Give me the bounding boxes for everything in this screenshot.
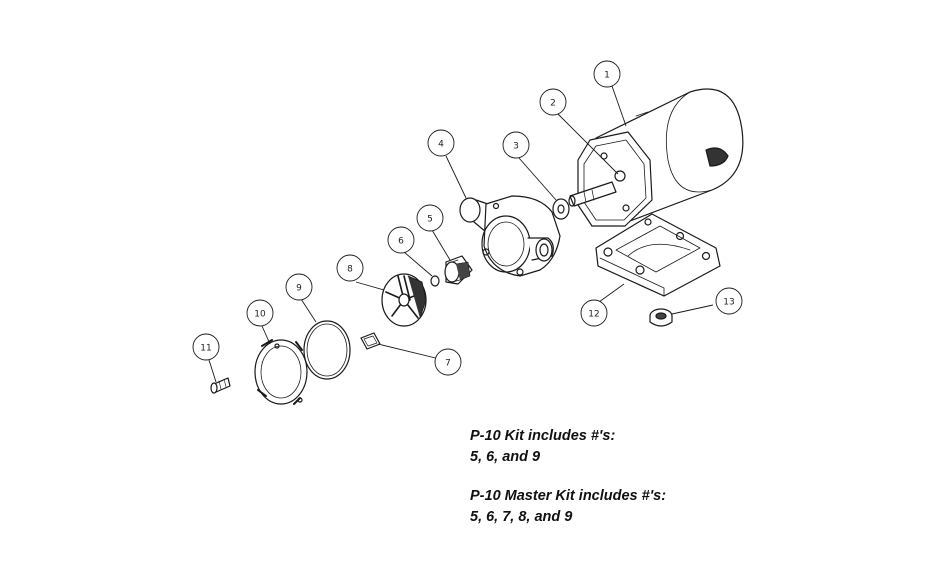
callout-8: 8: [336, 254, 364, 282]
callout-13: 13: [715, 287, 743, 315]
svg-text:7: 7: [445, 359, 451, 369]
svg-text:12: 12: [588, 310, 599, 320]
motor-part: [577, 88, 744, 227]
svg-text:2: 2: [550, 99, 556, 109]
callout-5: 5: [416, 204, 444, 232]
callout-10: 10: [246, 299, 274, 327]
valve-fitting-part: [444, 255, 473, 285]
mounting-bracket-part: [595, 213, 721, 297]
large-o-ring-part: [303, 320, 351, 380]
impeller-part: [381, 273, 427, 327]
washer-part: [552, 198, 570, 220]
svg-text:13: 13: [723, 298, 734, 308]
callout-12: 12: [580, 299, 608, 327]
callout-3: 3: [502, 131, 530, 159]
p10-master-kit-title: P-10 Master Kit includes #'s:: [470, 488, 667, 504]
square-gasket-part: [360, 332, 381, 350]
callout-11: 11: [192, 333, 220, 361]
rubber-foot-part: [649, 308, 673, 327]
svg-text:6: 6: [398, 237, 404, 247]
svg-text:8: 8: [347, 265, 353, 275]
callout-7: 7: [434, 348, 462, 376]
end-cover-part: [254, 339, 308, 405]
callout-6: 6: [387, 226, 415, 254]
kit-notes: P-10 Kit includes #'s: 5, 6, and 9 P-10 …: [470, 426, 666, 528]
svg-text:11: 11: [200, 344, 211, 354]
svg-text:1: 1: [604, 71, 610, 81]
svg-text:4: 4: [438, 140, 444, 150]
screw-part: [210, 377, 231, 394]
shaft-part: [568, 181, 617, 207]
svg-text:5: 5: [427, 215, 433, 225]
callout-1: 1: [593, 60, 621, 88]
small-o-ring-part: [430, 275, 440, 287]
p10-kit-title: P-10 Kit includes #'s:: [470, 428, 616, 444]
callout-2: 2: [539, 88, 567, 116]
callout-9: 9: [285, 273, 313, 301]
pump-housing-part: [459, 195, 561, 277]
callout-4: 4: [427, 129, 455, 157]
leader-lines: [208, 85, 714, 383]
svg-text:3: 3: [513, 142, 519, 152]
svg-text:10: 10: [254, 310, 266, 320]
p10-kit-items: 5, 6, and 9: [470, 449, 541, 465]
svg-text:9: 9: [296, 284, 302, 294]
kit-notes-spacer: [470, 468, 666, 486]
p10-master-kit-items: 5, 6, 7, 8, and 9: [470, 509, 573, 525]
